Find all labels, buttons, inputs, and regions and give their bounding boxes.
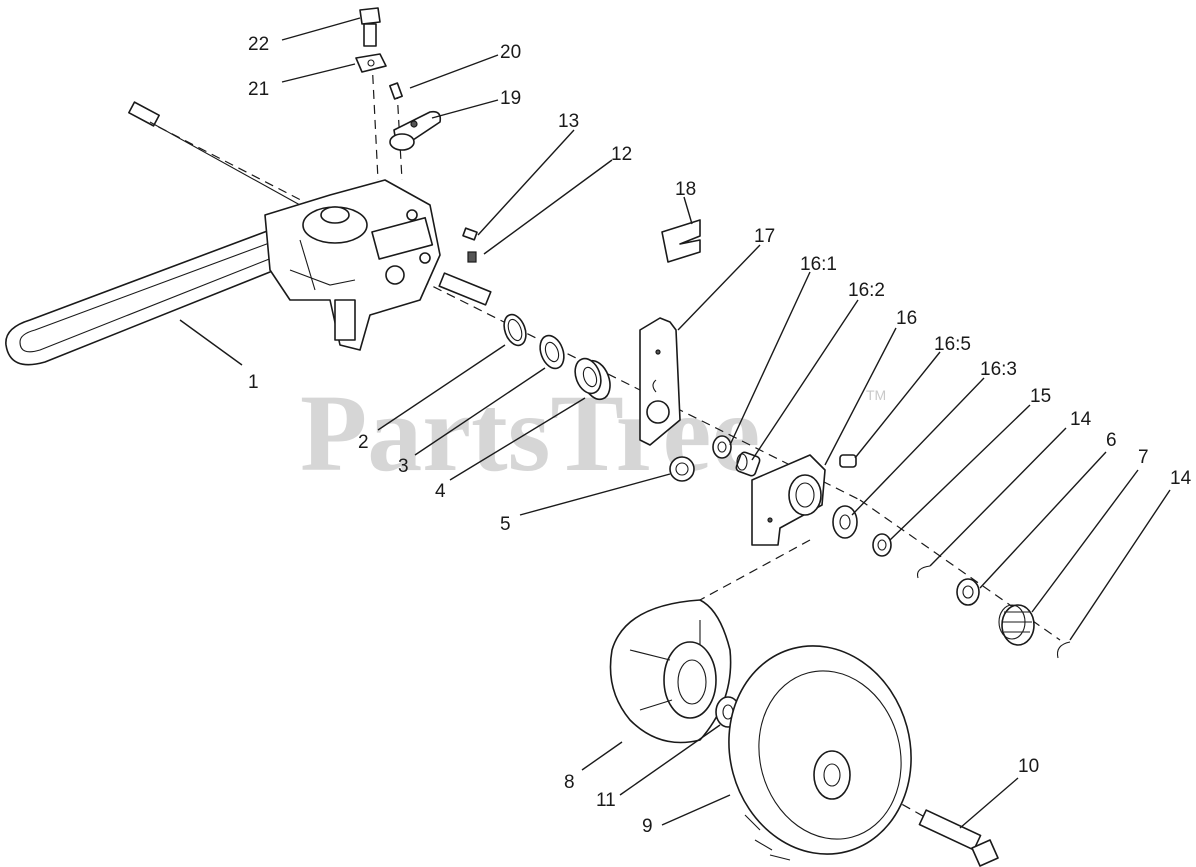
callout-6: 6	[1106, 430, 1117, 451]
callout-14-a: 14	[1070, 409, 1092, 430]
part-14-clip-a	[916, 565, 931, 579]
callout-10: 10	[1018, 756, 1039, 777]
callout-4: 4	[435, 481, 446, 502]
transmission-housing	[264, 179, 441, 351]
part-16-3-washer	[832, 505, 858, 539]
output-shaft	[438, 272, 492, 306]
callout-16-5: 16:5	[934, 334, 971, 355]
callout-21: 21	[248, 79, 269, 100]
callout-13: 13	[558, 111, 579, 132]
part-16-5-grease-fitting	[839, 454, 857, 468]
part-20-pin	[389, 82, 403, 100]
part-17-bracket	[639, 317, 681, 446]
callout-1: 1	[248, 372, 259, 393]
part-9-wheel	[728, 645, 912, 861]
part-21-plate	[355, 53, 387, 73]
callout-8: 8	[564, 772, 575, 793]
callout-9: 9	[642, 816, 653, 837]
callout-5: 5	[500, 514, 511, 535]
callout-15: 15	[1030, 386, 1051, 407]
watermark-trademark: TM	[866, 387, 886, 403]
callout-16-3: 16:3	[980, 359, 1017, 380]
callout-labels: 22 21 20 19 13 12 18 17 16:1 16:2 16 16:…	[248, 34, 1192, 837]
callout-22: 22	[248, 34, 269, 55]
part-5-nut	[669, 456, 695, 482]
callout-16-2: 16:2	[848, 280, 885, 301]
callout-16: 16	[896, 308, 917, 329]
callout-17: 17	[754, 226, 775, 247]
callout-12: 12	[611, 144, 632, 165]
callout-20: 20	[500, 42, 521, 63]
callout-14-b: 14	[1170, 468, 1192, 489]
part-22-bolt	[359, 7, 381, 47]
callout-11: 11	[596, 790, 616, 811]
part-1-drive-belt	[5, 227, 302, 366]
part-18-clip	[661, 219, 701, 263]
part-8-wheel-shield	[609, 599, 732, 744]
part-4-bushing	[574, 357, 611, 401]
part-14-clip-b	[1056, 641, 1071, 659]
axle-shaft	[128, 101, 301, 206]
callout-19: 19	[500, 88, 521, 109]
part-10-axle-bolt	[918, 809, 999, 867]
callout-3: 3	[398, 456, 409, 477]
part-2-snap-ring	[503, 313, 527, 347]
part-12-set-screw	[467, 251, 477, 263]
leader-lines	[179, 17, 1171, 829]
callout-18: 18	[675, 179, 696, 200]
callout-7: 7	[1138, 447, 1149, 468]
callout-2: 2	[358, 432, 369, 453]
part-7-gear	[998, 604, 1035, 646]
part-19-lever	[389, 110, 442, 151]
part-13-key	[462, 227, 478, 241]
part-15-washer	[872, 533, 892, 557]
part-6-washer	[956, 578, 980, 606]
part-16-1-nut	[712, 435, 732, 459]
callout-16-1: 16:1	[800, 254, 837, 275]
part-3-washer	[539, 334, 565, 370]
part-16-pivot-bracket	[751, 454, 826, 546]
